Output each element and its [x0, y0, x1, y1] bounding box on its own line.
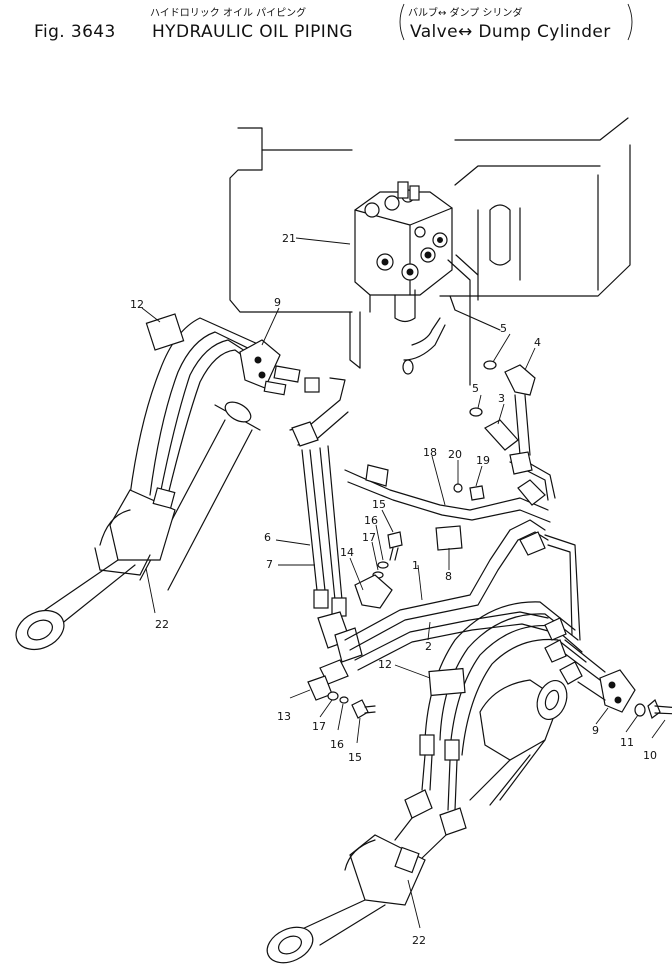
- title-japanese: ハイドロリック オイル パイピング: [150, 6, 306, 19]
- hose-tag-right: [428, 667, 466, 697]
- callout-3: 3: [498, 392, 505, 405]
- callout-16-lower: 16: [330, 738, 344, 751]
- left-hose-assembly: [129, 313, 263, 496]
- o-ring-5-lower: [469, 407, 483, 417]
- callout-6: 6: [264, 531, 271, 544]
- callout-16-middle: 16: [364, 514, 378, 527]
- callout-4: 4: [534, 336, 541, 349]
- hose-tag-middle: [435, 525, 463, 551]
- callout-10: 10: [643, 749, 657, 762]
- right-hose-assembly: [419, 601, 587, 811]
- flange-block-left: [239, 339, 320, 396]
- callout-22-left: 22: [155, 618, 169, 631]
- lower-clamp-parts: [307, 659, 376, 719]
- figure-title: HYDRAULIC OIL PIPING: [152, 22, 353, 42]
- callout-11: 11: [620, 736, 634, 749]
- callout-1: 1: [412, 559, 419, 572]
- callout-5-lower: 5: [472, 382, 479, 395]
- callout-18: 18: [423, 446, 437, 459]
- leader-lines: [141, 237, 666, 929]
- washer-11: [634, 703, 646, 717]
- callout-9-right: 9: [592, 724, 599, 737]
- hose-end-right-a: [419, 734, 435, 756]
- callout-21: 21: [282, 232, 296, 245]
- callout-13: 13: [277, 710, 291, 723]
- callout-5-upper: 5: [500, 322, 507, 335]
- callout-17-lower: 17: [312, 720, 326, 733]
- tube-end-6: [313, 589, 329, 609]
- figure-header: ハイドロリック オイル パイピング バルブ↔ ダンプ シリンダ Fig. 364…: [34, 3, 633, 42]
- right-pipe-upper: [544, 534, 581, 641]
- middle-hose-18: [344, 454, 556, 556]
- subtitle-open-bracket: [399, 3, 405, 41]
- callout-7: 7: [266, 558, 273, 571]
- control-valve: [354, 181, 501, 386]
- callout-15-middle: 15: [372, 498, 386, 511]
- tank-frame: [229, 117, 631, 369]
- figure-number: Fig. 3643: [34, 22, 116, 42]
- callout-20: 20: [448, 448, 462, 461]
- callout-8: 8: [445, 570, 452, 583]
- subtitle-close-bracket: [627, 3, 633, 41]
- figure-subtitle: Valve↔ Dump Cylinder: [410, 22, 611, 42]
- subtitle-japanese: バルブ↔ ダンプ シリンダ: [408, 6, 522, 19]
- dump-cylinder-right: [266, 679, 568, 964]
- callout-22-right: 22: [412, 934, 426, 947]
- elbow-fittings: [469, 360, 536, 475]
- hose-tag-left: [145, 313, 185, 351]
- hose-end-right-b: [444, 739, 460, 761]
- callout-numbers: 21 12 9 5 4 5 3 18 20 19 15 16 17 14 6 7…: [130, 232, 657, 947]
- washer-16-lower: [339, 696, 349, 704]
- flange-block-right: [544, 617, 672, 719]
- dump-cylinder-left: [15, 401, 261, 651]
- washer-17-lower: [327, 691, 339, 701]
- callout-15-lower: 15: [348, 751, 362, 764]
- callout-9-left: 9: [274, 296, 281, 309]
- callout-14: 14: [340, 546, 354, 559]
- callout-12-left: 12: [130, 298, 144, 311]
- callout-17-middle: 17: [362, 531, 376, 544]
- o-ring-5-upper: [483, 360, 497, 370]
- callout-12-right: 12: [378, 658, 392, 671]
- clamp-14: [354, 574, 393, 609]
- callout-19: 19: [476, 454, 490, 467]
- bolt-15-lower: [351, 699, 369, 719]
- callout-2: 2: [425, 640, 432, 653]
- tubes-6-7: [289, 377, 363, 663]
